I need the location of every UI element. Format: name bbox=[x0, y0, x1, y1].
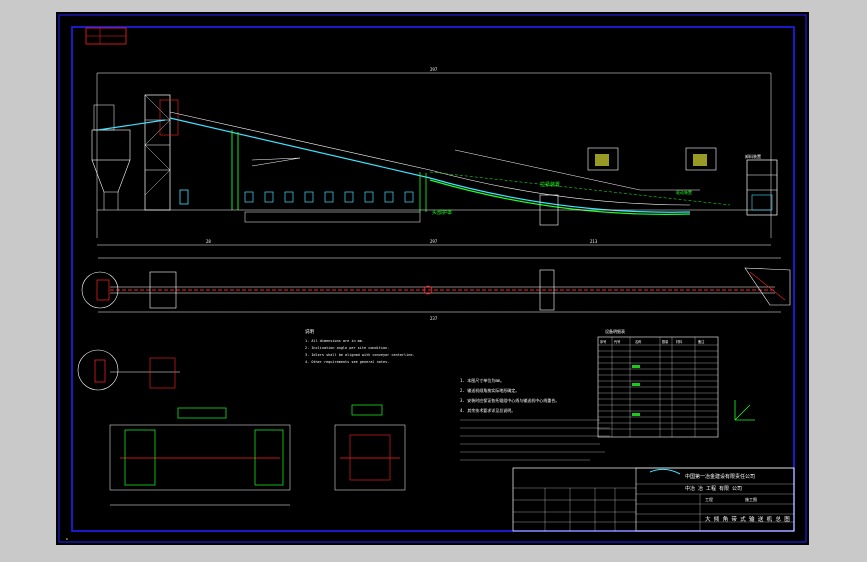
note-line-1: 1. All dimensions are in mm. bbox=[305, 339, 364, 343]
note-line-2: 2. Inclination angle per site condition. bbox=[305, 346, 389, 350]
cn-note-2: 2. 输送机倾角按实际地形确定。 bbox=[460, 387, 519, 393]
title-company-1: 中国第一冶金建设有限责任公司 bbox=[685, 473, 755, 480]
plan-view: 237 bbox=[81, 257, 791, 321]
plan-dim-overall: 237 bbox=[430, 316, 438, 321]
idler-row bbox=[244, 191, 414, 203]
title-company-2: 中冶 冶 工程 有限 公司 bbox=[685, 485, 742, 492]
parts-header-2: 名称 bbox=[635, 339, 642, 344]
parts-table: 设备明细表 序号 代号 名称 数量 材料 备注 bbox=[597, 328, 719, 438]
cn-note-1: 1. 本图尺寸单位为mm。 bbox=[460, 377, 504, 383]
elevation-view: 297 bbox=[91, 67, 778, 246]
sheet-corner-mark: ▬ bbox=[66, 537, 68, 541]
cn-note-3: 3. 安装时应保证各托辊组中心线与输送机中心线重合。 bbox=[460, 397, 559, 403]
axis-indicator bbox=[734, 400, 755, 421]
elevation-dim-seg-left: 28 bbox=[206, 239, 211, 244]
parts-header-1: 代号 bbox=[614, 339, 620, 344]
callout-head: 驱动装置 bbox=[676, 189, 692, 195]
notes-block: 说明 1. All dimensions are in mm. 2. Incli… bbox=[305, 328, 610, 461]
parts-table-title: 设备明细表 bbox=[605, 328, 625, 334]
cn-note-4: 4. 其余技术要求详见总说明。 bbox=[460, 407, 515, 413]
note-line-4: 4. Other requirements see general notes. bbox=[305, 360, 389, 364]
title-drawing-name: 大 倾 角 带 式 输 送 机 总 图 bbox=[705, 515, 790, 523]
title-stage: 施工图 bbox=[745, 496, 757, 502]
parts-header-3: 数量 bbox=[662, 339, 669, 344]
parts-header-0: 序号 bbox=[600, 339, 606, 344]
notes-title: 说明 bbox=[305, 328, 314, 335]
callout-tail: 头部护罩 bbox=[432, 209, 452, 216]
elevation-dim-overall: 297 bbox=[430, 67, 438, 72]
sheet-inner-frame bbox=[71, 26, 795, 532]
detail-views bbox=[77, 349, 406, 506]
note-line-3: 3. Idlers shall be aligned with conveyor… bbox=[305, 353, 415, 357]
elevation-dim-seg-mid: 213 bbox=[590, 239, 598, 244]
title-block: 中国第一冶金建设有限责任公司 中冶 冶 工程 有限 公司 工程 施工图 大 倾 … bbox=[512, 467, 795, 532]
elevation-dim-bottom: 297 bbox=[430, 239, 438, 244]
title-project: 工程 bbox=[705, 496, 713, 502]
parts-header-5: 备注 bbox=[698, 339, 705, 344]
parts-header-4: 材料 bbox=[676, 339, 683, 344]
callout-mid: 拉紧装置 bbox=[540, 181, 560, 188]
sheet-outer-frame bbox=[58, 14, 807, 543]
sheet-background bbox=[56, 12, 809, 545]
callout-far-right: 卸料装置 bbox=[745, 153, 761, 159]
